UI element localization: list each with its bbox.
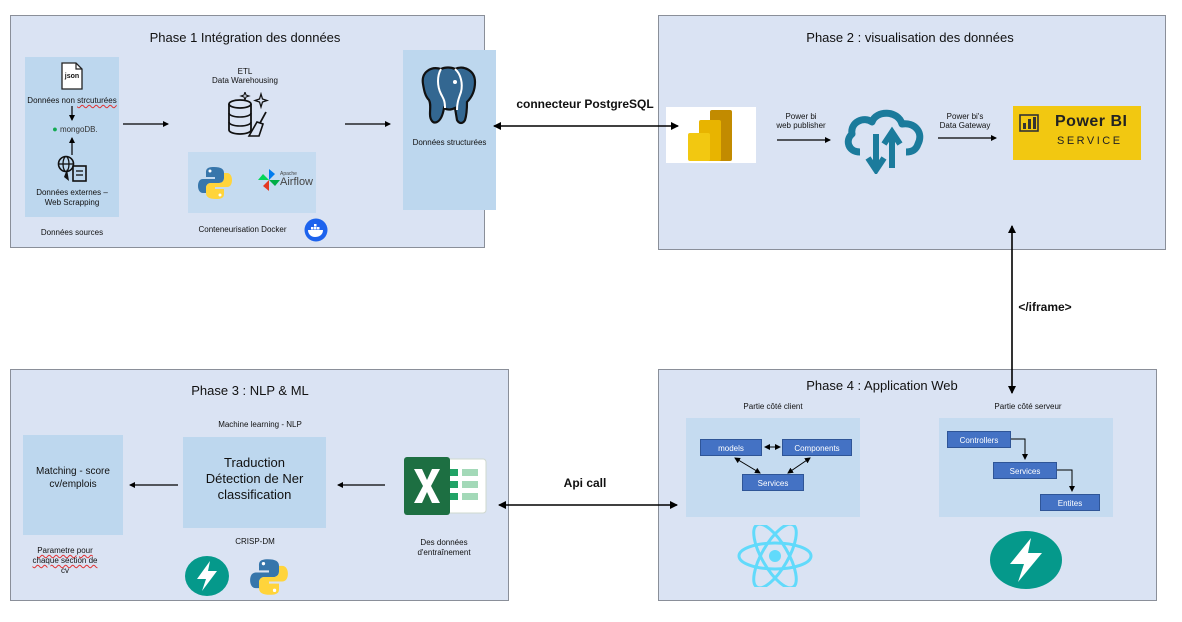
python-logo-icon — [197, 165, 233, 201]
fastapi-logo-icon — [185, 556, 229, 596]
phase1-title: Phase 1 Intégration des données — [149, 30, 341, 45]
database-clean-icon — [225, 90, 271, 138]
etl-label: ETL — [237, 67, 253, 76]
publisher-label-2: web publisher — [776, 121, 826, 130]
mongodb-text: mongoDB. — [59, 125, 98, 134]
python-logo-icon-2 — [249, 557, 289, 597]
iframe-label: </iframe> — [1018, 300, 1072, 314]
nlp-box — [183, 437, 326, 528]
arrow-components-services — [787, 457, 811, 474]
client-label: Partie côté client — [743, 402, 803, 411]
sources-label: Données sources — [40, 228, 104, 237]
excel-icon — [402, 455, 488, 517]
server-label: Partie côté serveur — [994, 402, 1062, 411]
postgresql-elephant-icon — [415, 64, 481, 128]
client-box — [686, 418, 860, 517]
unstructured-word: strcuturées — [77, 96, 117, 105]
matching-line-1: Matching - score — [36, 466, 110, 477]
entities-node: Entites — [1040, 494, 1100, 511]
api-label: Api call — [563, 476, 607, 490]
param-line-3: cv — [61, 566, 69, 575]
json-file-icon — [61, 62, 83, 90]
powerbi-service-title: Power BI — [1055, 113, 1128, 130]
services-server-node: Services — [993, 462, 1057, 479]
connector-label: connecteur PostgreSQL — [516, 97, 654, 111]
phase2-title: Phase 2 : visualisation des données — [806, 30, 1014, 45]
external-label: Données externes – — [36, 188, 108, 197]
center-line-3: classification — [217, 487, 292, 502]
warehousing-label: Data Warehousing — [212, 76, 278, 85]
training-line-2: d'entraînement — [417, 548, 471, 557]
matching-box — [23, 435, 123, 535]
matching-line-2: cv/emplois — [49, 479, 97, 490]
param-word-2: chaque section de — [32, 556, 98, 565]
param-word: Parametre pour — [37, 546, 93, 555]
airflow-pinwheel-icon — [258, 169, 280, 191]
training-line-1: Des données — [420, 538, 468, 547]
crisp-label: CRISP-DM — [235, 537, 275, 546]
arrow-services-entities — [1057, 469, 1075, 492]
gateway-label-1: Power bi's — [946, 112, 984, 121]
center-line-2: Détection de Ner — [205, 471, 304, 486]
mongodb-label: ● mongoDB. — [45, 124, 105, 135]
param-line-2: chaque section de — [25, 556, 105, 566]
json-badge: json — [64, 73, 80, 80]
powerbi-desktop-icon — [666, 107, 756, 163]
gateway-label-2: Data Gateway — [939, 121, 991, 130]
publisher-label-1: Power bi — [785, 112, 817, 121]
phase3-title: Phase 3 : NLP & ML — [191, 383, 309, 398]
docker-icon — [304, 218, 328, 242]
param-line-1: Parametre pour — [25, 546, 105, 556]
mongodb-leaf-icon: ● — [52, 124, 58, 134]
services-client-node: Services — [742, 474, 804, 491]
models-node: models — [700, 439, 762, 456]
airflow-small-label: Apache — [280, 171, 297, 177]
powerbi-service-chart-icon — [1019, 113, 1039, 133]
unstructured-label: Données non strcuturées — [27, 96, 117, 105]
center-line-1: Traduction — [224, 455, 285, 470]
phase4-title: Phase 4 : Application Web — [806, 378, 958, 393]
powerbi-service-subtitle: SERVICE — [1057, 135, 1123, 147]
airflow-label: Airflow — [280, 176, 314, 188]
arrow-controllers-services — [1011, 438, 1028, 460]
scraping-label: Web Scrapping — [44, 198, 100, 207]
arrow-models-services — [734, 457, 761, 474]
controllers-node: Controllers — [947, 431, 1011, 448]
web-scraping-icon — [57, 155, 89, 183]
structured-label: Données structurées — [412, 138, 487, 147]
ml-label: Machine learning - NLP — [218, 420, 302, 429]
cloud-sync-icon — [842, 108, 926, 176]
docker-label: Conteneurisation Docker — [198, 225, 287, 234]
fastapi-logo-icon-2 — [990, 531, 1062, 589]
components-node: Components — [782, 439, 852, 456]
